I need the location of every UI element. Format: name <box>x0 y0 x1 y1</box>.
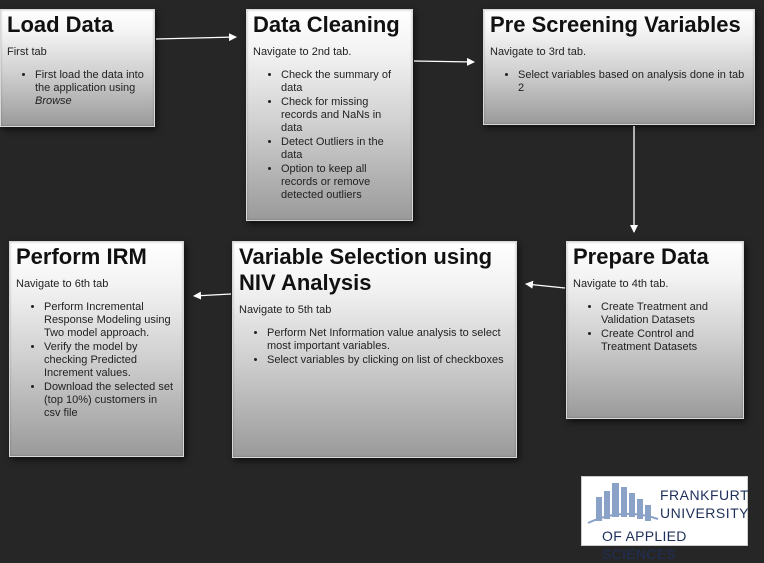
browse-text: Browse <box>35 95 72 107</box>
list-item: Perform Net Information value analysis t… <box>267 327 508 353</box>
box-title: Pre Screening Variables <box>490 12 741 37</box>
list-item: Check the summary of data <box>281 69 404 95</box>
list-item: Download the selected set (top 10%) cust… <box>44 381 175 420</box>
list-item: Option to keep all records or remove det… <box>281 163 404 202</box>
logo-text: FRANKFURT UNIVERSITY <box>660 487 750 521</box>
pre-screening-box: Pre Screening Variables Navigate to 3rd … <box>483 9 755 125</box>
list-item: Perform Incremental Response Modeling us… <box>44 301 175 340</box>
box-list: Select variables based on analysis done … <box>490 69 746 95</box>
arrow-niv-to-irm <box>193 291 232 300</box>
box-list: Perform Incremental Response Modeling us… <box>16 301 175 420</box>
arrow-load-to-cleaning <box>155 33 237 42</box>
list-item: First load the data into the application… <box>35 69 146 108</box>
logo-bottom-text: OF APPLIED SCIENCES <box>602 528 687 562</box>
box-list: Create Treatment and Validation Datasets… <box>573 301 735 354</box>
list-item: Detect Outliers in the data <box>281 136 404 162</box>
box-title: Variable Selection using NIV Analysis <box>239 244 493 295</box>
list-item: Create Control and Treatment Datasets <box>601 328 735 354</box>
box-title: Load Data <box>7 12 114 37</box>
box-subtitle: Navigate to 4th tab. <box>573 278 669 290</box>
box-subtitle: Navigate to 6th tab <box>16 278 109 290</box>
list-item: Select variables based on analysis done … <box>518 69 746 95</box>
box-title: Prepare Data <box>573 244 709 269</box>
arrow-prepare-to-niv <box>525 280 566 289</box>
prepare-data-box: Prepare Data Navigate to 4th tab. Create… <box>566 241 744 419</box>
list-item: Create Treatment and Validation Datasets <box>601 301 735 327</box>
box-subtitle: Navigate to 5th tab <box>239 304 332 316</box>
load-data-box: Load Data First tab First load the data … <box>0 9 155 127</box>
niv-analysis-box: Variable Selection using NIV Analysis Na… <box>232 241 517 458</box>
box-title: Perform IRM <box>16 244 147 269</box>
box-list: Check the summary of data Check for miss… <box>253 69 404 202</box>
box-subtitle: Navigate to 3rd tab. <box>490 46 587 58</box>
frankfurt-university-logo: FRANKFURT UNIVERSITY OF APPLIED SCIENCES <box>581 476 750 562</box>
flow-arrows <box>155 33 638 300</box>
box-list: Perform Net Information value analysis t… <box>239 327 508 367</box>
box-subtitle: Navigate to 2nd tab. <box>253 46 352 58</box>
box-subtitle: First tab <box>7 46 47 58</box>
box-title: Data Cleaning <box>253 12 400 37</box>
box-list: First load the data into the application… <box>7 69 146 108</box>
perform-irm-box: Perform IRM Navigate to 6th tab Perform … <box>9 241 184 457</box>
arrow-cleaning-to-prescreen <box>413 57 475 66</box>
list-item: Verify the model by checking Predicted I… <box>44 341 175 380</box>
list-item: Select variables by clicking on list of … <box>267 354 508 367</box>
data-cleaning-box: Data Cleaning Navigate to 2nd tab. Check… <box>246 9 413 221</box>
list-item: Check for missing records and NaNs in da… <box>281 96 404 135</box>
logo-bars-icon <box>587 483 659 524</box>
